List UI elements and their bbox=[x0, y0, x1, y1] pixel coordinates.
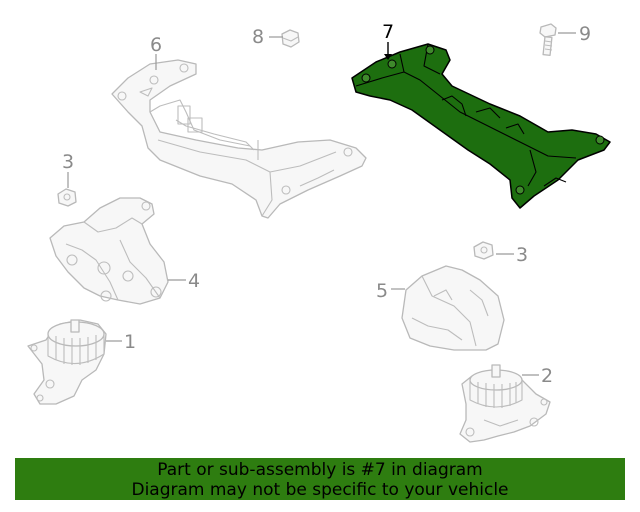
callout-8[interactable]: 8 bbox=[252, 26, 264, 48]
callout-7[interactable]: 7 bbox=[382, 21, 394, 43]
info-banner: Part or sub-assembly is #7 in diagram Di… bbox=[15, 458, 625, 500]
callout-2[interactable]: 2 bbox=[541, 365, 553, 387]
callout-9[interactable]: 9 bbox=[579, 23, 591, 45]
part-4-bracket[interactable] bbox=[49, 197, 169, 305]
part-8-nut[interactable] bbox=[281, 29, 300, 48]
part-6-crossmember[interactable] bbox=[111, 59, 367, 219]
banner-line-2: Diagram may not be specific to your vehi… bbox=[131, 480, 509, 500]
leader-7-arrow bbox=[384, 54, 392, 60]
callout-5[interactable]: 5 bbox=[376, 280, 388, 302]
banner-line-1: Part or sub-assembly is #7 in diagram bbox=[157, 460, 483, 480]
callout-3-right[interactable]: 3 bbox=[516, 244, 528, 266]
parts-diagram: 6 8 7 9 3 3 4 5 1 2 bbox=[27, 21, 611, 443]
callout-4[interactable]: 4 bbox=[188, 270, 200, 292]
leader-lines bbox=[67, 32, 576, 376]
part-1-mount[interactable] bbox=[27, 319, 107, 405]
part-3-nut-left[interactable] bbox=[57, 188, 77, 207]
part-7-crossmember[interactable] bbox=[351, 43, 611, 209]
callout-1[interactable]: 1 bbox=[124, 331, 136, 353]
part-2-mount[interactable] bbox=[459, 364, 551, 443]
part-5-heat-shield[interactable] bbox=[401, 265, 505, 351]
callout-3-left[interactable]: 3 bbox=[62, 151, 74, 173]
callout-6[interactable]: 6 bbox=[150, 34, 162, 56]
part-9-bolt[interactable] bbox=[539, 23, 557, 57]
part-3-nut-right[interactable] bbox=[473, 241, 494, 260]
